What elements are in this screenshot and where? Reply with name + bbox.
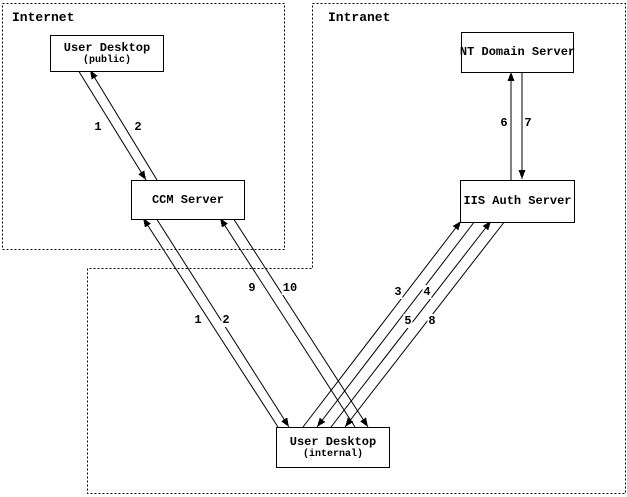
node-user-desktop-internal: User Desktop (internal) [276,427,390,468]
node-iis-auth-server: IIS Auth Server [460,180,575,223]
node-title: User Desktop [63,40,151,55]
node-subtitle: (internal) [302,448,363,460]
edge-label-7: 7 [523,116,533,130]
zone-intranet-border [87,3,626,494]
edge-line-1-public [77,69,147,181]
edge-label-1-internal: 1 [193,313,203,327]
node-title: User Desktop [289,434,377,449]
edge-line-9 [219,217,356,428]
edge-line-3 [302,220,462,428]
zone-internet-border [2,3,285,250]
node-subtitle: (public) [82,54,131,66]
edge-label-10: 10 [281,281,299,295]
edge-label-4: 4 [422,285,432,299]
zone-intranet-label: Intranet [328,10,391,25]
node-nt-domain-server: NT Domain Server [459,32,576,73]
edge-label-2-public: 2 [133,120,143,134]
edge-label-6: 6 [499,116,509,130]
edge-label-3: 3 [393,285,403,299]
node-title: NT Domain Server [459,45,576,59]
edge-label-2-internal: 2 [221,313,231,327]
node-title: IIS Auth Server [463,194,572,208]
edge-line-8 [344,220,506,428]
edge-line-10 [232,217,369,428]
edge-line-4 [316,220,476,428]
node-ccm-server: CCM Server [131,180,245,220]
zone-internet-label: Internet [12,10,75,25]
edge-line-2-public [89,69,158,181]
edge-line-1-internal [142,217,279,428]
edge-label-1-public: 1 [93,120,103,134]
node-user-desktop-public: User Desktop (public) [50,35,164,72]
edge-label-8: 8 [427,314,437,328]
edge-label-5: 5 [403,314,413,328]
node-title: CCM Server [151,192,224,207]
edge-label-9: 9 [247,281,257,295]
